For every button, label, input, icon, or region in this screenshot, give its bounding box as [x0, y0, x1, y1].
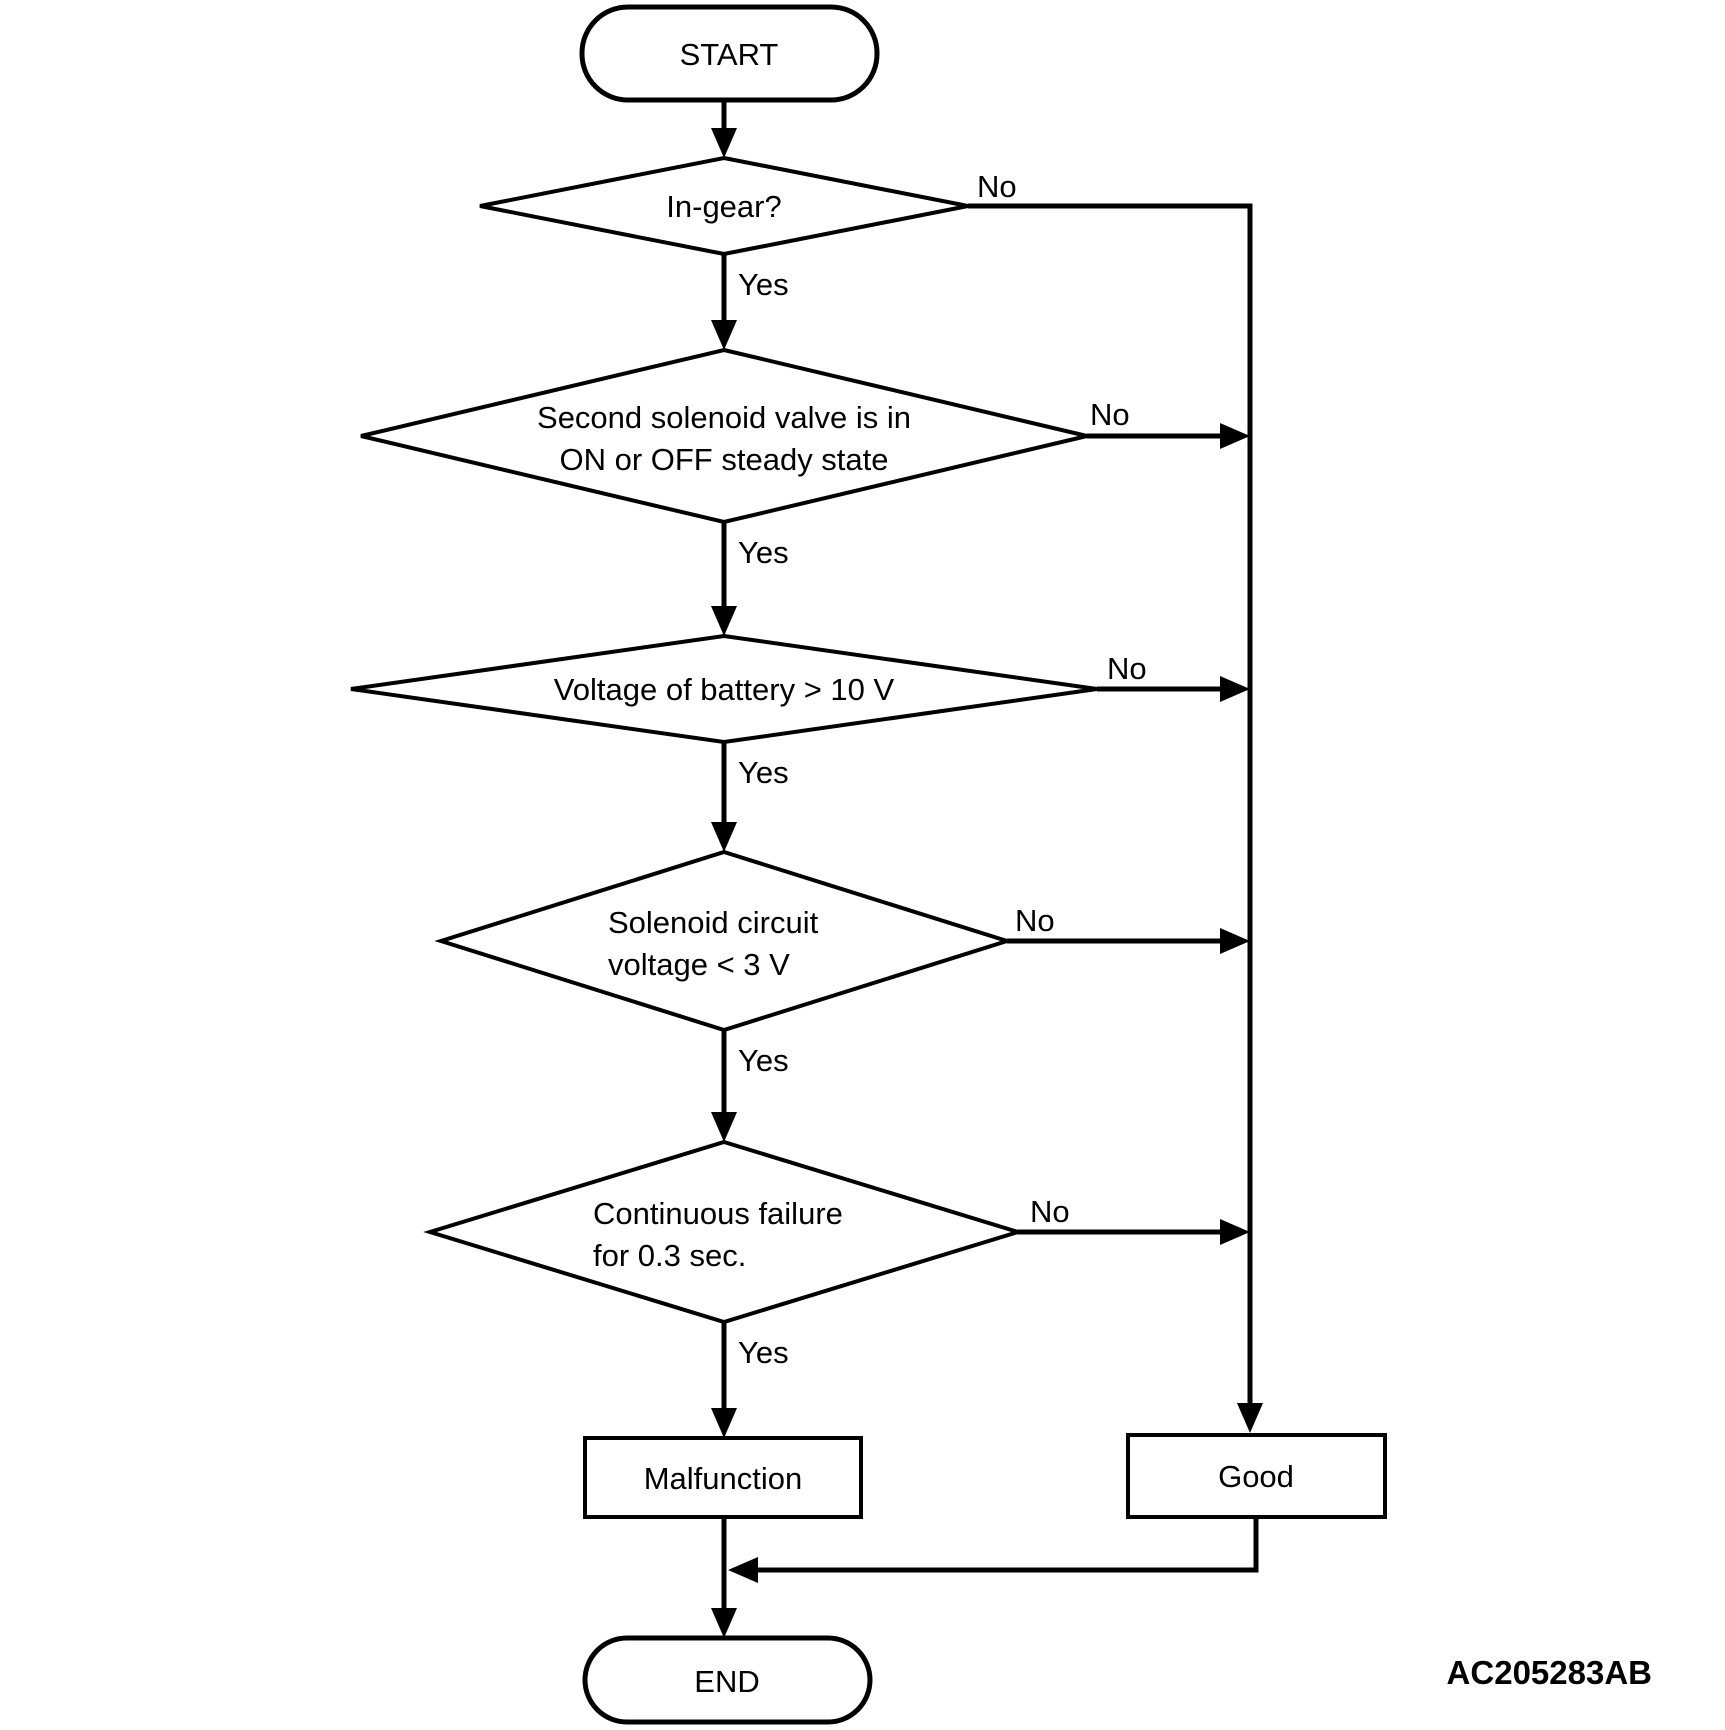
no-label-d3: No: [1107, 651, 1147, 686]
yes-label-d5: Yes: [738, 1335, 789, 1370]
arrowhead-into-d5: [711, 1112, 737, 1142]
yes-label-d2: Yes: [738, 535, 789, 570]
decision-battery-voltage: [350, 633, 1098, 745]
decision-second-solenoid-line1: Second solenoid valve is in: [537, 400, 911, 435]
end-node: [582, 1635, 873, 1725]
arrowhead-good-junction: [728, 1557, 758, 1583]
decision-solenoid-circuit: [434, 849, 1014, 1033]
no-label-d5: No: [1030, 1194, 1070, 1229]
arrowhead-into-d2: [711, 320, 737, 350]
edge-good-to-end: [756, 1517, 1259, 1573]
arrowhead-into-good: [1237, 1403, 1263, 1433]
decision-continuous-failure-line1: Continuous failure: [593, 1196, 843, 1231]
arrowhead-into-d3: [711, 606, 737, 636]
yes-label-d4: Yes: [738, 1043, 789, 1078]
arrowhead-d2-no: [1220, 423, 1250, 449]
decision-solenoid-circuit-line1: Solenoid circuit: [608, 905, 819, 940]
no-label-d2: No: [1090, 397, 1130, 432]
start-label: START: [680, 37, 779, 72]
arrowhead-into-d1: [711, 128, 737, 158]
no-label-d1: No: [977, 169, 1017, 204]
decision-solenoid-circuit-line2: voltage < 3 V: [608, 947, 790, 982]
start-node: [579, 4, 880, 103]
decision-battery-voltage-label: Voltage of battery > 10 V: [554, 672, 895, 707]
malfunction-node: [583, 1436, 863, 1519]
end-label: END: [694, 1664, 759, 1699]
malfunction-label: Malfunction: [644, 1461, 803, 1496]
figure-code: AC205283AB: [1447, 1654, 1652, 1691]
decision-second-solenoid: [360, 347, 1088, 525]
decision-in-gear-label: In-gear?: [666, 189, 781, 224]
no-label-d4: No: [1015, 903, 1055, 938]
decision-continuous-failure-line2: for 0.3 sec.: [593, 1238, 746, 1273]
arrowhead-into-end: [711, 1608, 737, 1638]
yes-label-d3: Yes: [738, 755, 789, 790]
decision-second-solenoid-line2: ON or OFF steady state: [559, 442, 888, 477]
arrowhead-d5-no: [1220, 1219, 1250, 1245]
arrowhead-into-malfunction: [711, 1408, 737, 1438]
decision-continuous-failure: [423, 1139, 1025, 1325]
arrowhead-d4-no: [1220, 928, 1250, 954]
arrowhead-d3-no: [1220, 676, 1250, 702]
edge-d1-no-to-good: [968, 203, 1253, 1405]
arrowhead-into-d4: [711, 822, 737, 852]
decision-in-gear: [479, 155, 969, 257]
good-label: Good: [1218, 1459, 1294, 1494]
yes-label-d1: Yes: [738, 267, 789, 302]
good-node: [1126, 1433, 1387, 1519]
